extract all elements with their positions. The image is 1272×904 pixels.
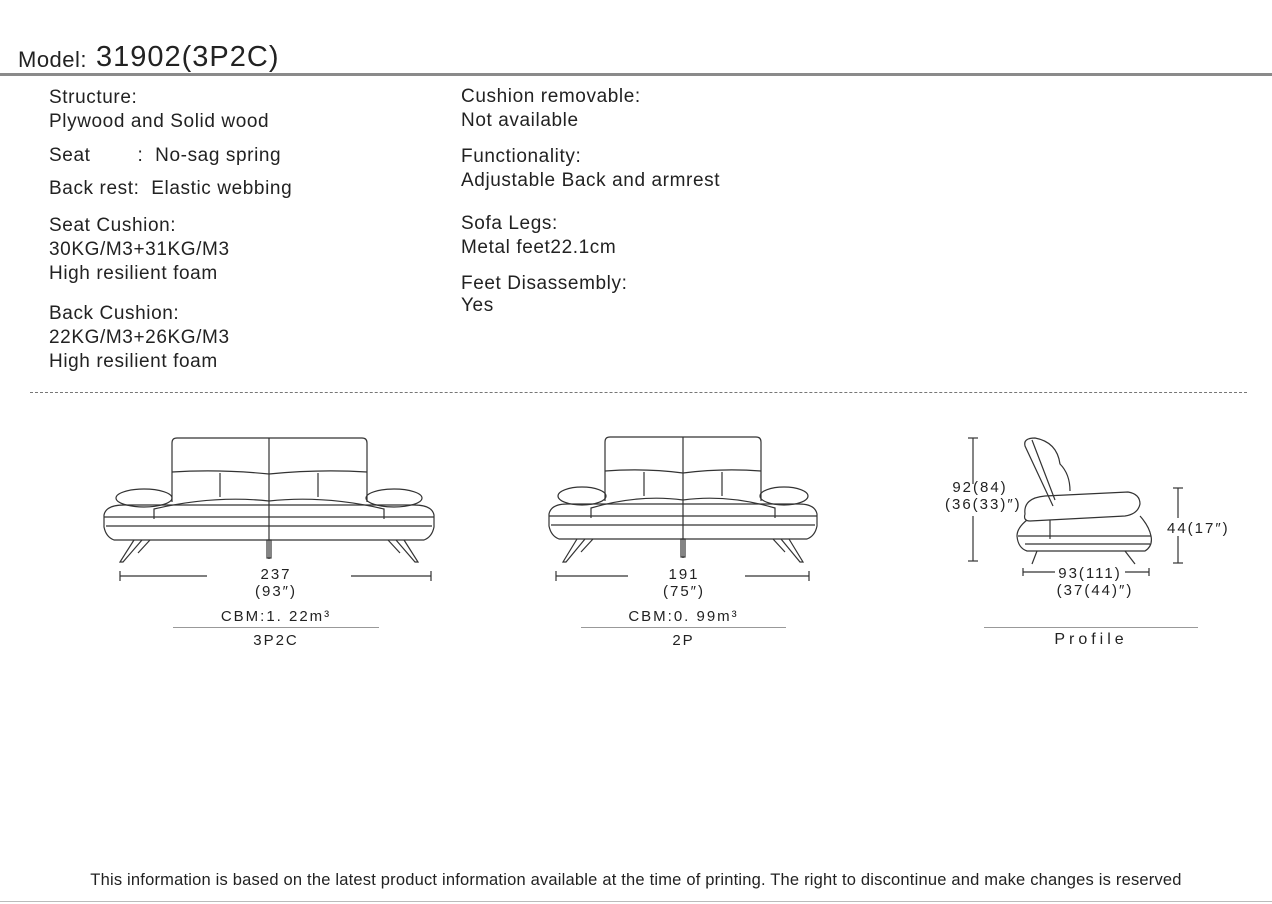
cbm-value: CBM:1. 22m³ bbox=[220, 608, 332, 625]
caption-underline bbox=[581, 627, 786, 628]
disclaimer-footer: This information is based on the latest … bbox=[90, 871, 1182, 889]
depth-inches: (37(44)″) bbox=[1056, 582, 1134, 599]
width-inches: (75″) bbox=[663, 583, 705, 600]
width-dimension-line bbox=[555, 571, 810, 581]
width-cm: 191 bbox=[668, 566, 700, 583]
cbm-value: CBM:0. 99m³ bbox=[628, 608, 739, 625]
spec-label: Cushion removable: bbox=[461, 86, 641, 107]
spec-value: 22KG/M3+26KG/M3 bbox=[49, 327, 230, 348]
width-inches: (93″) bbox=[255, 583, 297, 600]
width-dimension-line bbox=[119, 571, 432, 581]
drawing-caption: Profile bbox=[1054, 631, 1128, 648]
spec-value: Not available bbox=[461, 110, 579, 131]
width-cm: 237 bbox=[260, 566, 292, 583]
height-inches: (36(33)″) bbox=[945, 496, 1022, 513]
spec-label: Functionality: bbox=[461, 146, 582, 167]
spec-back-cushion: Back Cushion: 22KG/M3+26KG/M3 High resil… bbox=[49, 302, 230, 374]
caption-underline bbox=[173, 627, 379, 628]
spec-sofa-legs: Sofa Legs: Metal feet22.1cm bbox=[461, 212, 616, 260]
spec-label: Back Cushion: bbox=[49, 303, 180, 324]
spec-value: High resilient foam bbox=[49, 351, 218, 372]
sofa-3p2c-front-drawing bbox=[103, 437, 435, 563]
spec-label: Seat Cushion: bbox=[49, 215, 177, 236]
spec-value: Plywood and Solid wood bbox=[49, 111, 270, 132]
spec-label: Structure: bbox=[49, 87, 138, 108]
spec-seat-cushion: Seat Cushion: 30KG/M3+31KG/M3 High resil… bbox=[49, 214, 230, 286]
spec-value: Metal feet22.1cm bbox=[461, 237, 617, 258]
spec-value: Yes bbox=[461, 295, 494, 316]
spec-label: Feet Disassembly: bbox=[461, 273, 628, 294]
spec-back-rest: Back rest: Elastic webbing bbox=[49, 178, 293, 199]
caption-underline bbox=[984, 627, 1198, 628]
spec-value: 30KG/M3+31KG/M3 bbox=[49, 239, 230, 260]
model-label: Model: bbox=[18, 47, 88, 72]
spec-structure: Structure: Plywood and Solid wood bbox=[49, 86, 269, 134]
spec-functionality: Functionality: Adjustable Back and armre… bbox=[461, 145, 720, 193]
spec-feet-disassembly: Feet Disassembly: Yes bbox=[461, 273, 627, 317]
sofa-profile-drawing bbox=[968, 437, 1183, 576]
spec-seat: Seat : No-sag spring bbox=[49, 145, 282, 166]
seat-height: 44(17″) bbox=[1167, 520, 1230, 537]
header-divider bbox=[0, 73, 1272, 76]
height-cm: 92(84) bbox=[952, 479, 1008, 496]
footer-divider bbox=[0, 901, 1272, 902]
drawing-caption: 2P bbox=[672, 632, 695, 649]
drawing-caption: 3P2C bbox=[253, 632, 299, 649]
depth-cm: 93(111) bbox=[1058, 565, 1122, 582]
spec-value: High resilient foam bbox=[49, 263, 218, 284]
model-number: 31902(3P2C) bbox=[96, 41, 280, 73]
section-divider bbox=[30, 392, 1247, 393]
spec-value: Adjustable Back and armrest bbox=[461, 170, 721, 191]
spec-cushion-removable: Cushion removable: Not available bbox=[461, 85, 641, 133]
sofa-2p-front-drawing bbox=[548, 436, 818, 563]
spec-label: Sofa Legs: bbox=[461, 213, 558, 234]
